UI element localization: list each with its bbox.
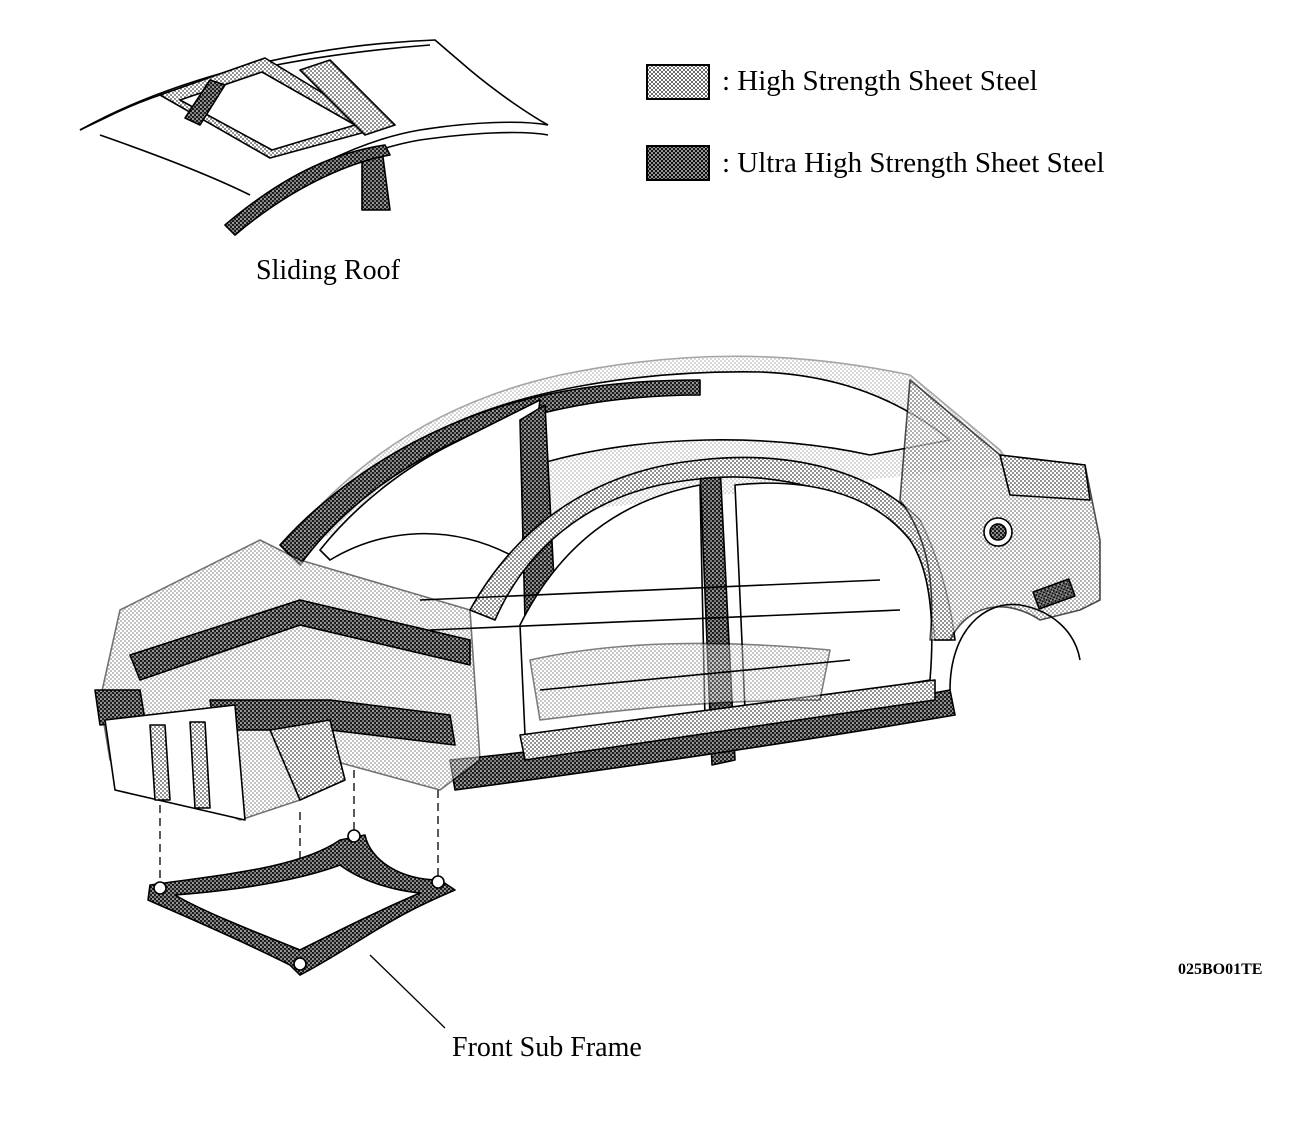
legend-label-ultra-high-strength: : Ultra High Strength Sheet Steel (722, 147, 1105, 179)
front-sub-frame (147, 829, 456, 976)
figure-code: 025BO01TE (1178, 961, 1263, 978)
car-body-structure (94, 355, 1101, 821)
legend-swatch-high-strength (646, 64, 710, 100)
front-sub-frame-caption: Front Sub Frame (452, 1032, 642, 1063)
sliding-roof-inset (79, 39, 549, 236)
sub-frame-leader-line (369, 954, 446, 1029)
legend-swatch-ultra-high-strength (646, 145, 710, 181)
sliding-roof-caption: Sliding Roof (256, 255, 400, 286)
legend-label-high-strength: : High Strength Sheet Steel (722, 65, 1038, 97)
